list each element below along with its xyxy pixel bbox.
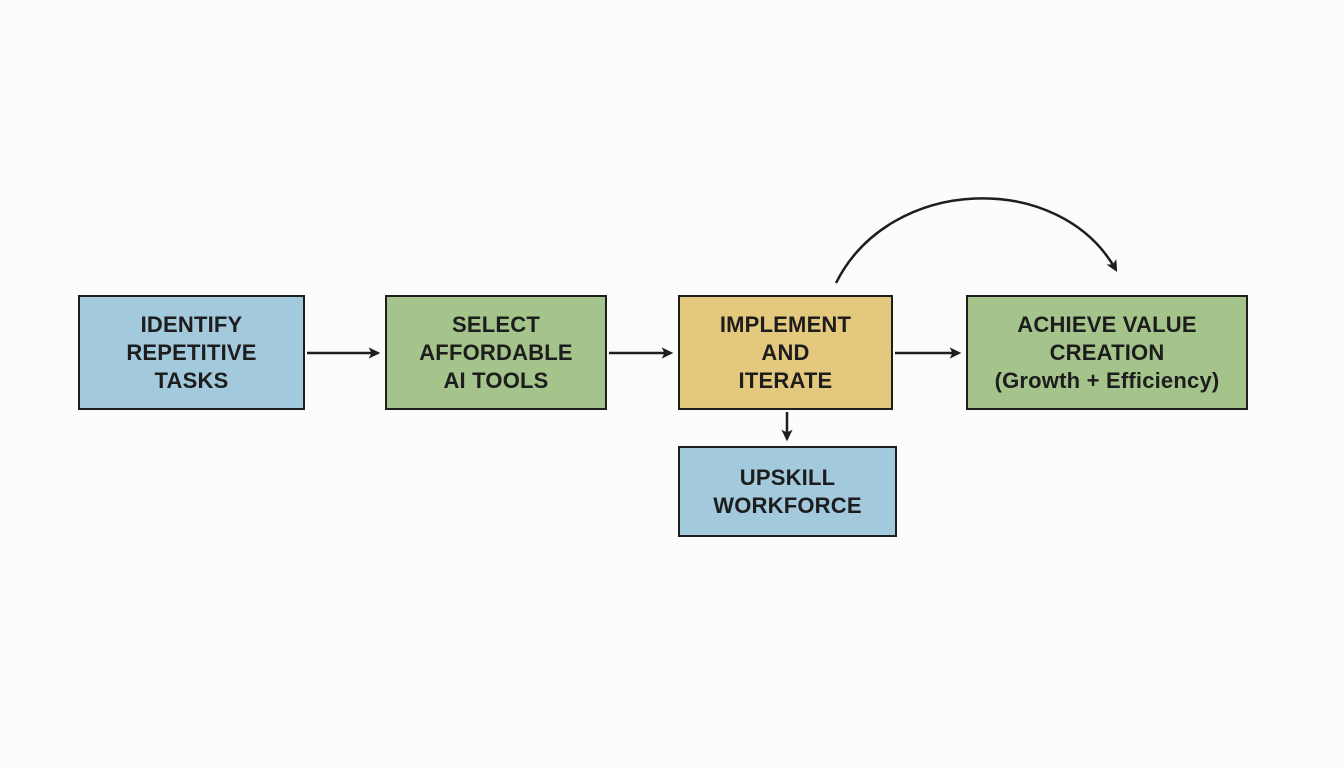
step-label-line: REPETITIVE (126, 339, 257, 365)
step-label-line: ACHIEVE VALUE (1017, 311, 1197, 337)
step-label-line: AI TOOLS (443, 367, 549, 393)
flow-step-upskill-workforce: UPSKILL WORKFORCE (678, 446, 897, 537)
arrow-curved-implement-to-achieve (834, 197, 1118, 284)
step-label-line: ITERATE (738, 367, 833, 393)
flow-step-identify-repetitive-tasks: IDENTIFY REPETITIVE TASKS (78, 295, 305, 410)
step-label-line: WORKFORCE (713, 492, 862, 518)
step-label-line: (Growth + Efficiency) (994, 367, 1220, 393)
step-label-line: CREATION (1049, 339, 1165, 365)
flow-step-implement-and-iterate: IMPLEMENT AND ITERATE (678, 295, 893, 410)
flow-step-select-affordable-ai-tools: SELECT AFFORDABLE AI TOOLS (385, 295, 607, 410)
step-label-line: UPSKILL (739, 464, 836, 490)
step-label-line: AFFORDABLE (419, 339, 573, 365)
flow-step-achieve-value-creation: ACHIEVE VALUE CREATION (Growth + Efficie… (966, 295, 1248, 410)
step-label-line: AND (761, 339, 810, 365)
step-label-line: IDENTIFY (140, 311, 243, 337)
step-label-line: SELECT (452, 311, 540, 337)
step-label-line: TASKS (154, 367, 229, 393)
step-label-line: IMPLEMENT (719, 311, 852, 337)
